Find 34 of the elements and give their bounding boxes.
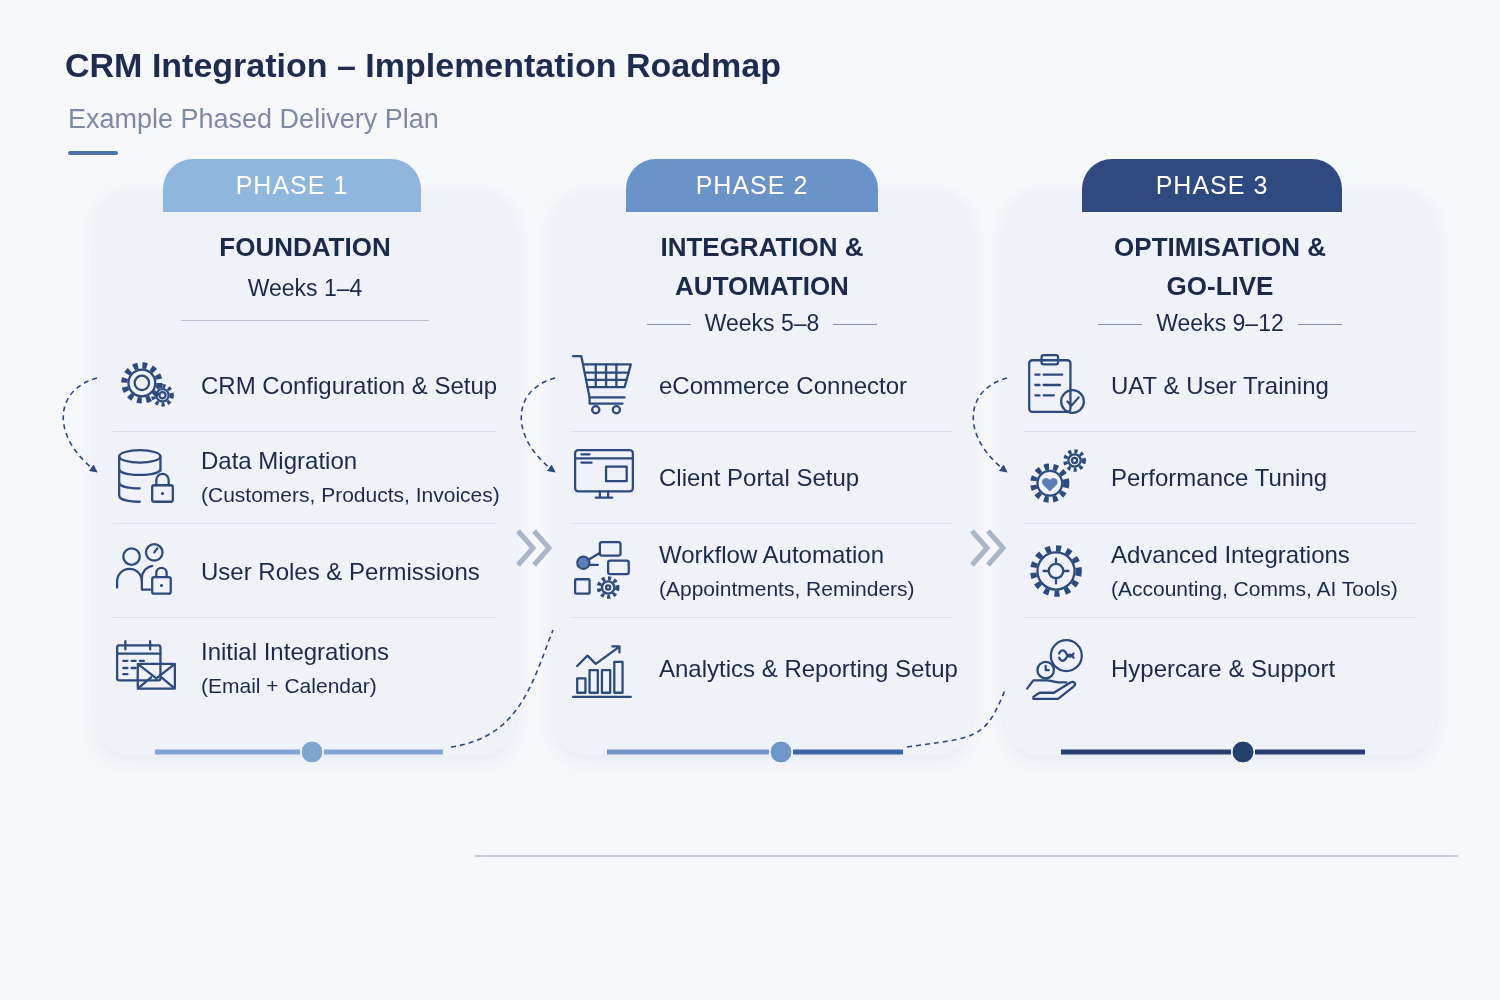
item-title: Initial Integrations	[201, 637, 390, 667]
phase-heading: OPTIMISATION & GO-LIVE	[1113, 231, 1327, 303]
item-title: Hypercare & Support	[1111, 654, 1336, 684]
chevron-arrow	[515, 528, 553, 568]
item-detail: (Customers, Products, Invoices)	[201, 481, 500, 508]
dashed-arrow	[520, 377, 556, 473]
item-title: Advanced Integrations	[1111, 539, 1350, 570]
phase-heading: INTEGRATION & AUTOMATION	[659, 231, 865, 303]
phase-tab: PHASE 1	[163, 159, 421, 212]
item-detail: (Appointments, Reminders)	[659, 575, 915, 602]
item-title: Client Portal Setup	[659, 462, 860, 493]
item-detail: (Accounting, Comms, AI Tools)	[1111, 575, 1398, 602]
phase-heading: FOUNDATION	[218, 231, 392, 264]
phase-duration: Weeks 9–12	[1156, 310, 1284, 337]
item-title: UAT & User Training	[1111, 370, 1329, 401]
item-title: Performance Tuning	[1111, 462, 1328, 493]
dashed-connector	[450, 629, 554, 748]
phase-tab: PHASE 2	[626, 159, 878, 212]
phase-tab: PHASE 3	[1082, 159, 1342, 212]
item-title: Workflow Automation	[659, 539, 884, 570]
item-title: Data Migration	[201, 445, 358, 476]
dashed-connector	[906, 689, 1006, 748]
chevron-arrow	[969, 528, 1007, 568]
phase-duration: Weeks 1–4	[247, 275, 363, 302]
item-title: CRM Configuration & Setup	[201, 370, 498, 401]
dashed-arrow	[62, 377, 98, 473]
diagram-title: CRM Integration – Implementation Roadmap	[65, 46, 781, 85]
item-detail: (Email + Calendar)	[201, 673, 377, 699]
phase-duration: Weeks 5–8	[704, 310, 820, 337]
item-title: User Roles & Permissions	[201, 556, 480, 587]
item-title: eCommerce Connector	[659, 370, 908, 401]
item-title: Analytics & Reporting Setup	[659, 654, 958, 684]
diagram-subtitle: Example Phased Delivery Plan	[68, 104, 439, 135]
dashed-arrow	[972, 377, 1008, 473]
